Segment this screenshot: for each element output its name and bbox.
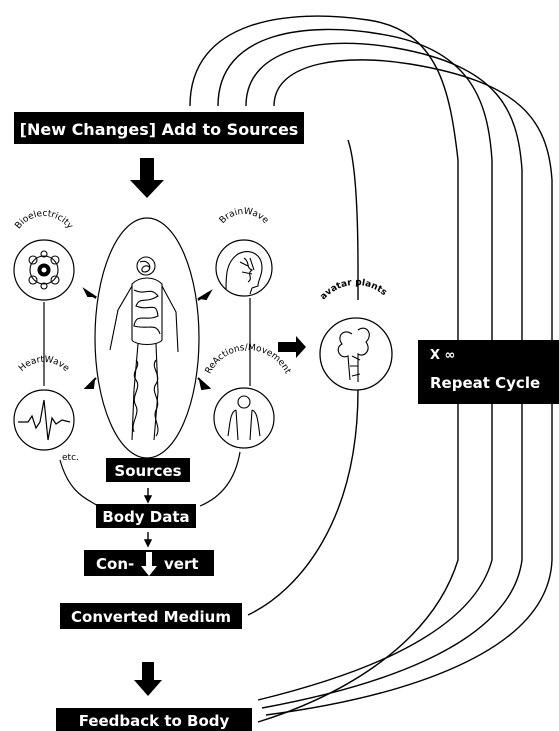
brainwave-label: BrainWave (218, 207, 271, 226)
body-data-label: Body Data (102, 508, 189, 526)
etc-label: etc. (62, 453, 79, 463)
converted-medium-box: Converted Medium (60, 603, 242, 629)
feedback-label: Feedback to Body (79, 712, 230, 730)
convert-box: Con- vert (84, 550, 214, 576)
new-changes-box: [New Changes] Add to Sources (14, 112, 304, 144)
head-brain-icon (226, 252, 262, 294)
avatar-plants-node: avatar plants (319, 278, 392, 390)
heartwave-node: HeartWave etc. (14, 355, 79, 463)
sources-oval (95, 218, 199, 458)
ecg-icon (18, 400, 70, 440)
feedback-box: Feedback to Body (56, 708, 252, 731)
down-arrow-icon (134, 662, 162, 696)
convert-left-label: Con- (96, 555, 134, 573)
scribble-figure (110, 257, 178, 440)
right-arrow-icon (278, 336, 306, 358)
brainwave-node: BrainWave (216, 207, 272, 296)
bioelectricity-label: Bioelectricity (14, 209, 75, 232)
cell-icon (29, 251, 59, 289)
bioelectricity-node: Bioelectricity (14, 209, 75, 300)
repeat-cycle-box: X ∞ Repeat Cycle (418, 340, 559, 404)
avatar-plants-label: avatar plants (319, 278, 389, 302)
body-outline-icon (228, 396, 260, 440)
repeat-cycle-label: Repeat Cycle (430, 374, 540, 392)
repeat-symbol: X ∞ (430, 348, 455, 363)
converted-medium-label: Converted Medium (71, 608, 231, 626)
down-arrow-icon (130, 158, 164, 198)
return-loops (248, 390, 552, 722)
sources-label: Sources (114, 462, 181, 480)
new-changes-label: [New Changes] Add to Sources (20, 120, 299, 139)
body-data-box: Body Data (96, 504, 196, 528)
reactions-node: ReActions/Movement (204, 343, 293, 448)
repeat-loops (190, 16, 552, 340)
convert-right-label: vert (164, 555, 199, 573)
plant-icon (338, 328, 369, 382)
sources-box: Sources (106, 458, 190, 482)
